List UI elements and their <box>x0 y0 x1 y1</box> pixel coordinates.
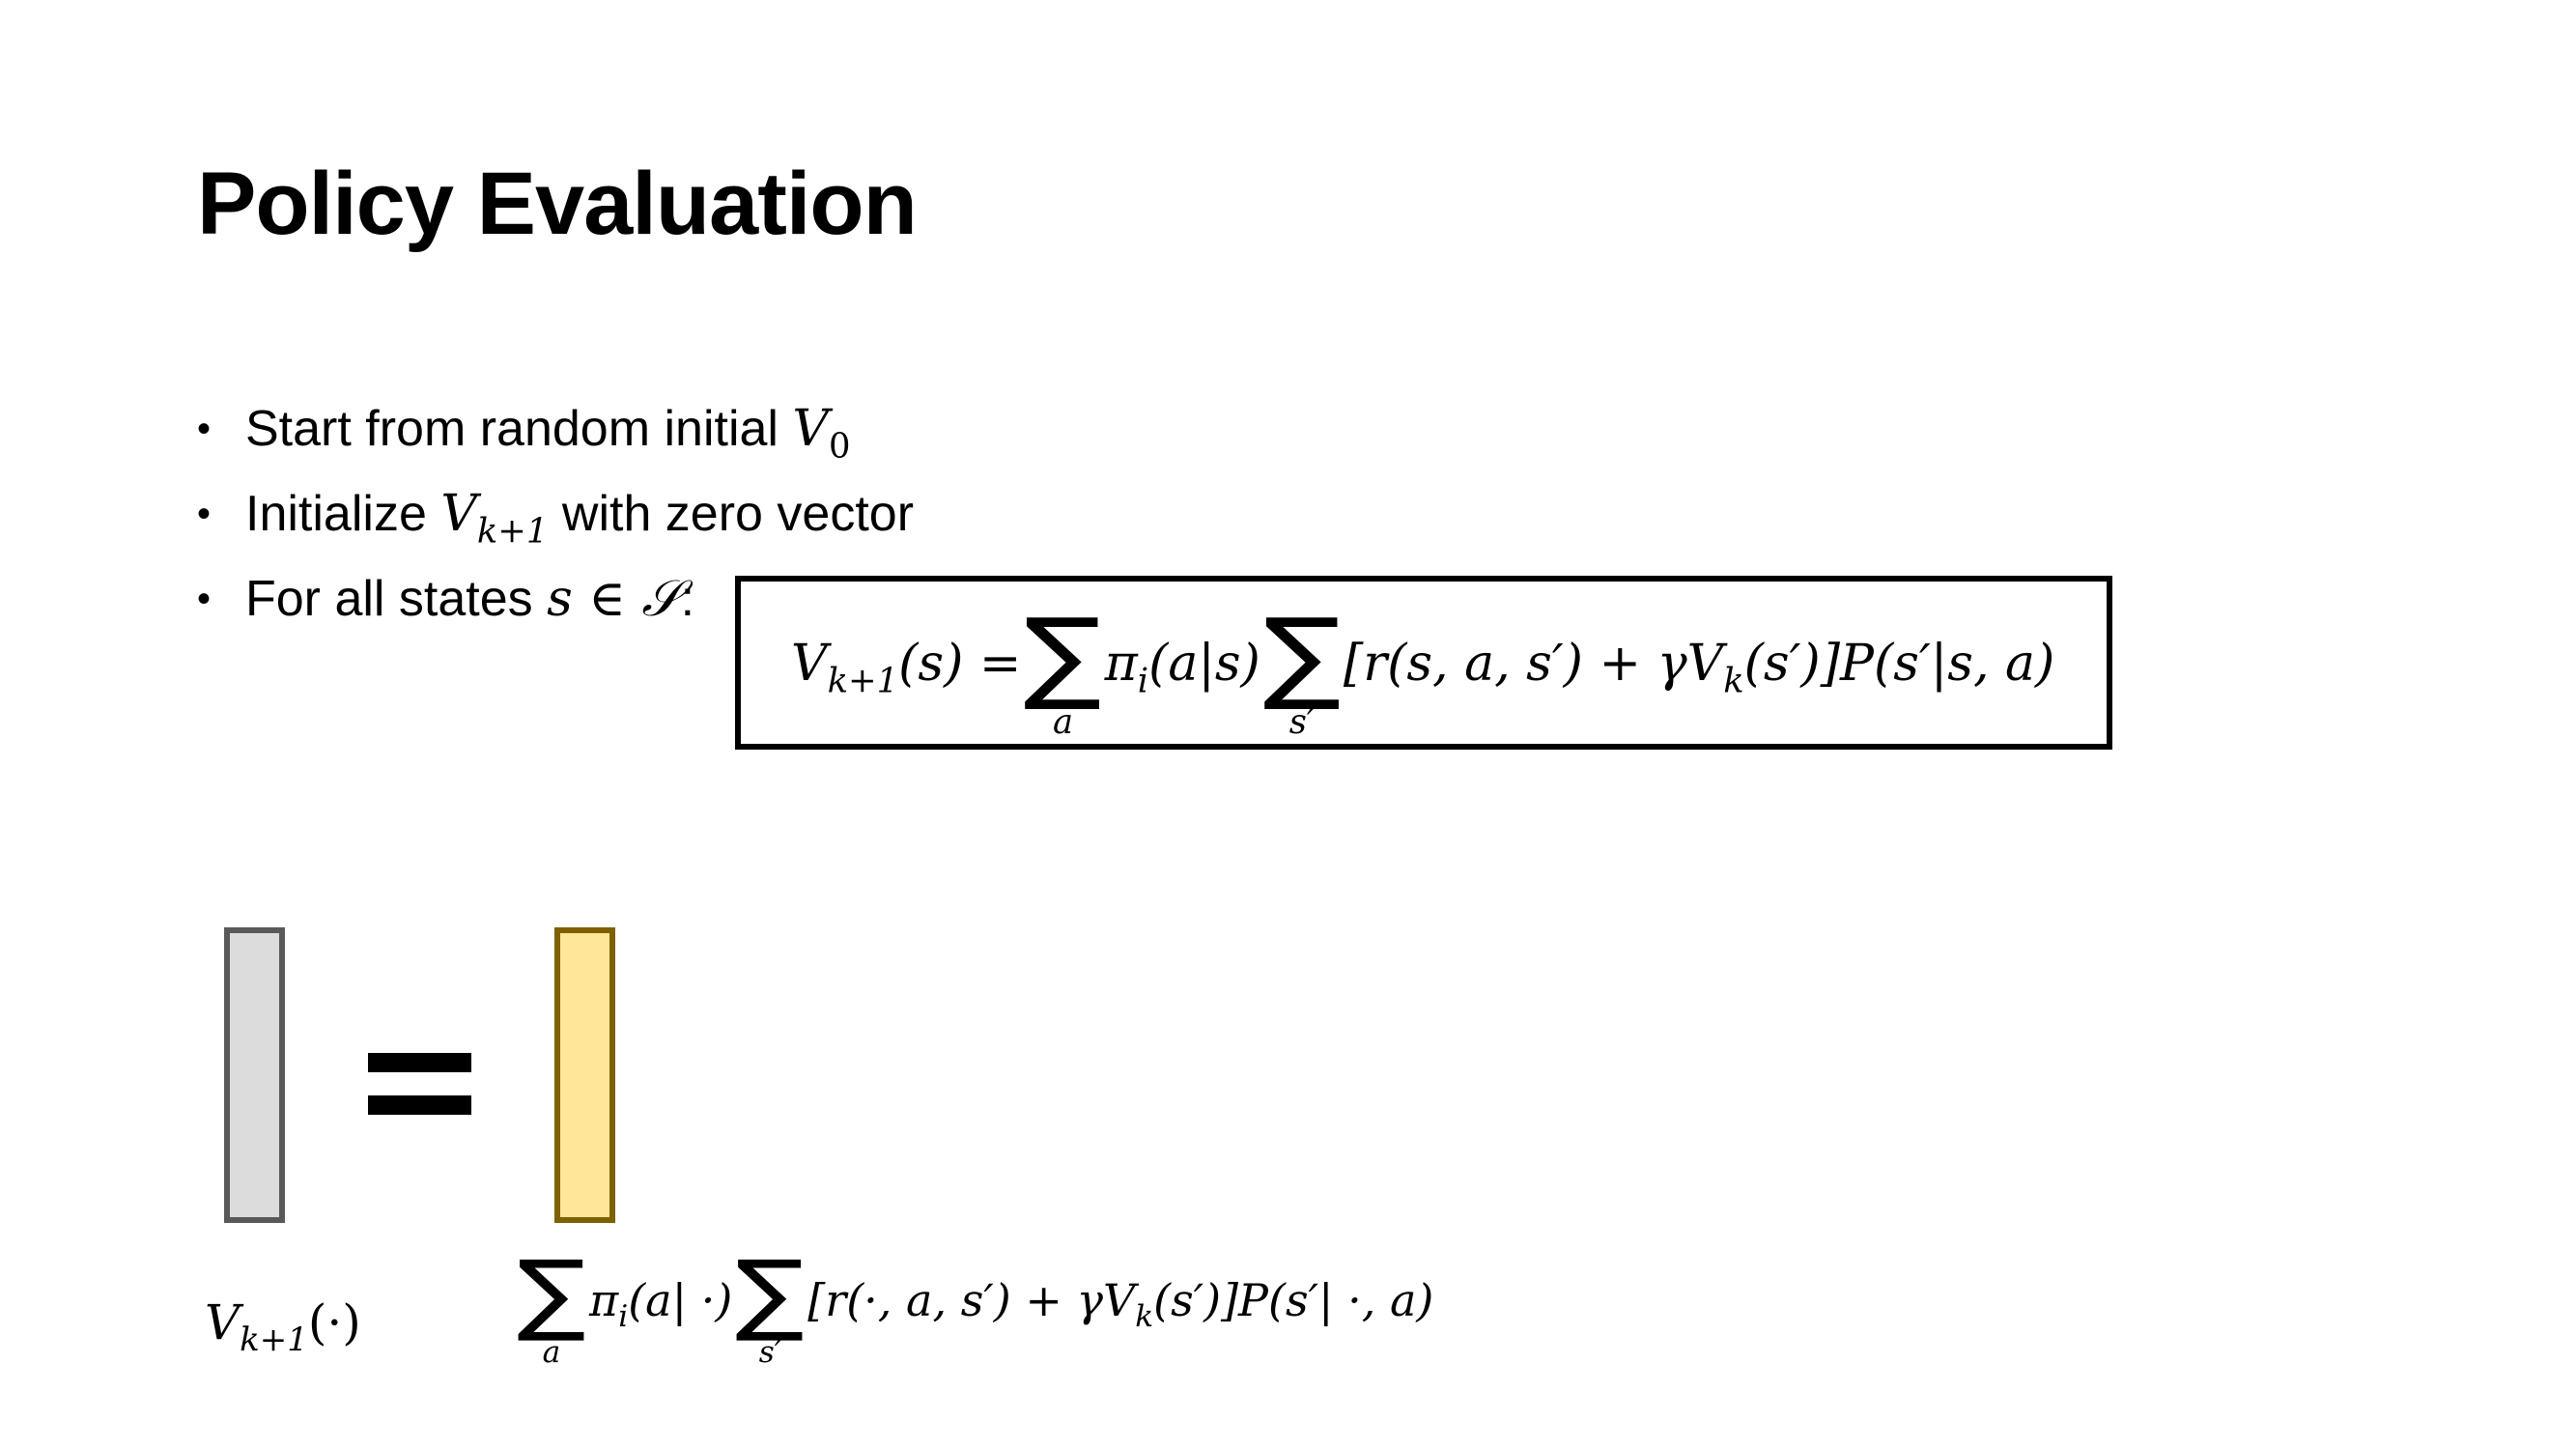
policy-sub: i <box>1137 660 1149 700</box>
value-vector-gray <box>224 927 285 1223</box>
sigma-icon: ∑ <box>1024 596 1102 714</box>
label-v: V <box>205 1294 241 1350</box>
bullet-dot: • <box>197 493 212 535</box>
bellman-formula-box: Vk+1(s) = ∑a πi(a|s) ∑s′ [r(s, a, s′) + … <box>735 576 2112 750</box>
bracket-sub: k <box>1723 660 1744 700</box>
bullet-item-initialize: • Initialize Vk+1 with zero vector <box>197 471 914 556</box>
label-sub: k+1 <box>240 1320 308 1359</box>
bracket-sub: k <box>1135 1299 1154 1335</box>
sum-over-actions: ∑a <box>517 1249 585 1370</box>
value-vector-yellow <box>554 927 615 1223</box>
label-arg: (·) <box>307 1294 361 1350</box>
bullet-after: : <box>680 571 695 627</box>
bullet-item-for-all-states: • For all states s ∈ 𝒮: <box>197 556 914 641</box>
sum-index: a <box>542 1334 561 1370</box>
policy-symbol: π <box>1104 634 1138 693</box>
formula-lhs: Vk+1(s) = <box>791 611 1021 698</box>
sum-index: s′ <box>1288 701 1315 742</box>
sigma-icon: ∑ <box>735 1241 805 1345</box>
math-sub: 0 <box>828 426 851 467</box>
bullet-list: • Start from random initial V0 • Initial… <box>197 386 914 641</box>
equals-sign-bottom-bar <box>368 1095 471 1115</box>
math-v: V <box>440 485 477 543</box>
bullet-dot: • <box>197 408 212 450</box>
math-v: V <box>792 400 829 458</box>
formula-policy: πi(a|s) <box>1105 611 1260 698</box>
sum-index: a <box>1052 701 1074 742</box>
sum-over-next-states: ∑s′ <box>1263 605 1342 742</box>
bracket-text: [r(s, a, s′) + γV <box>1343 634 1724 693</box>
bracket-tail: (s′)]P(s′|s, a) <box>1743 634 2055 693</box>
sum-over-actions: ∑a <box>1024 605 1102 742</box>
lhs-sub: k+1 <box>827 660 899 700</box>
sigma-icon: ∑ <box>1262 596 1342 714</box>
policy-sub: i <box>618 1299 629 1335</box>
sum-index: s′ <box>758 1334 781 1370</box>
formula-bracket: [r(s, a, s′) + γVk(s′)]P(s′|s, a) <box>1344 611 2054 698</box>
bullet-item-start: • Start from random initial V0 <box>197 386 914 471</box>
bullet-text: For all states <box>245 571 548 627</box>
lhs-v: V <box>791 634 828 693</box>
policy-arg: (a| ·) <box>628 1274 733 1327</box>
vector-rhs-formula: ∑a πi(a| ·) ∑s′ [r(·, a, s′) + γVk(s′)]P… <box>514 1249 1433 1370</box>
lhs-arg: (s) = <box>898 634 1022 693</box>
bracket-tail: (s′)]P(s′| ·, a) <box>1153 1274 1434 1327</box>
vector-lhs-label: Vk+1(·) <box>205 1294 361 1356</box>
bullet-after: with zero vector <box>548 486 915 542</box>
bullet-text: Start from random initial <box>245 401 793 457</box>
policy-symbol: π <box>589 1274 619 1327</box>
equals-sign-top-bar <box>368 1053 471 1072</box>
math-sub: k+1 <box>476 511 549 552</box>
math-set: s ∈ 𝒮 <box>547 570 681 628</box>
bullet-dot: • <box>197 578 212 620</box>
policy-arg: (a|s) <box>1148 634 1260 693</box>
formula-policy: πi(a| ·) <box>589 1254 732 1332</box>
slide-title: Policy Evaluation <box>197 155 918 253</box>
bellman-formula: Vk+1(s) = ∑a πi(a|s) ∑s′ [r(s, a, s′) + … <box>791 605 2054 742</box>
sigma-icon: ∑ <box>517 1241 586 1345</box>
sum-over-next-states: ∑s′ <box>736 1249 805 1370</box>
bullet-text: Initialize <box>245 486 441 542</box>
bracket-text: [r(·, a, s′) + γV <box>807 1274 1136 1327</box>
formula-bracket: [r(·, a, s′) + γVk(s′)]P(s′| ·, a) <box>807 1254 1433 1332</box>
